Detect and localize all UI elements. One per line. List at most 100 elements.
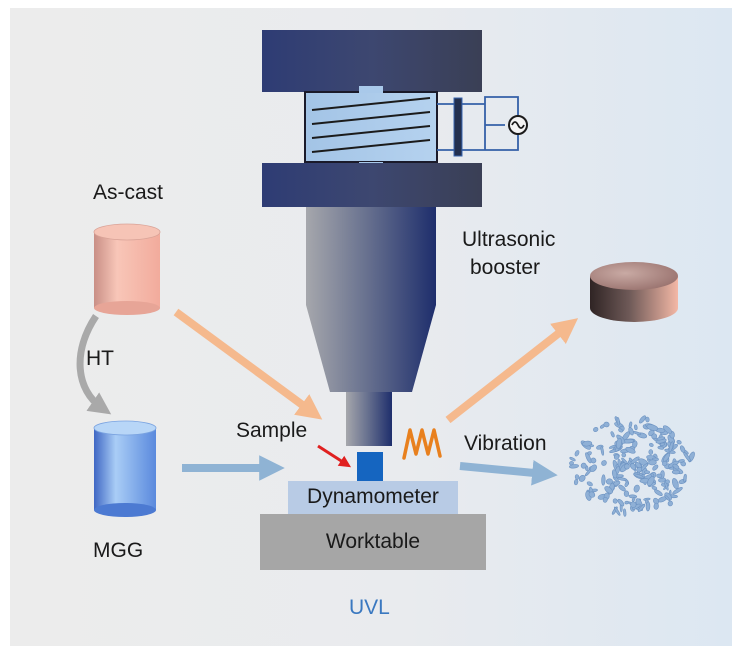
chip-particle (667, 500, 673, 507)
chip-particle (645, 501, 651, 512)
chip-particle (663, 452, 671, 462)
chip-particle (604, 486, 613, 494)
chip-particle (652, 464, 659, 471)
chip-particle (593, 427, 599, 432)
chip-particle (616, 417, 620, 426)
ht-label: HT (86, 347, 114, 370)
as-cast-cylinder (93, 223, 161, 315)
arrow-ht (76, 314, 112, 415)
chip-particle (657, 446, 665, 450)
chip-particle (617, 498, 625, 507)
chip-particle (569, 456, 576, 462)
chip-particle (578, 474, 586, 482)
chip-particle (637, 503, 646, 512)
chip-particle (569, 461, 574, 466)
arrow-to-chips (459, 460, 558, 486)
uvl-label: UVL (349, 596, 390, 619)
chip-particle (616, 437, 622, 449)
chip-particle (624, 481, 629, 488)
chip-particle (569, 464, 579, 469)
ac-source-icon (508, 115, 528, 135)
chip-particle (636, 466, 643, 473)
ultrasonic-booster-label-1: Ultrasonic (462, 228, 556, 251)
chip-particle (651, 433, 658, 440)
chip-particle (632, 431, 642, 436)
chip-particle (634, 424, 638, 431)
chip-particle (624, 500, 630, 505)
chip-particle (623, 490, 630, 497)
dynamometer-label: Dynamometer (307, 485, 439, 508)
vibration-tool (346, 392, 392, 446)
chip-particle (600, 446, 605, 456)
chip-particle (588, 491, 596, 498)
booster-body (306, 207, 436, 305)
chip-particle (683, 473, 687, 483)
chip-particle (665, 479, 670, 485)
chip-particle (618, 428, 624, 433)
chip-particle (621, 452, 627, 458)
mgg-label: MGG (93, 539, 144, 562)
chip-particle (630, 456, 640, 464)
chip-particle (582, 440, 593, 447)
chip-particle (644, 470, 651, 475)
chip-particle (589, 464, 597, 472)
chip-particle (659, 442, 665, 446)
worktable-label: Worktable (325, 530, 421, 553)
chip-particle (628, 421, 633, 428)
chip-particle (605, 478, 613, 485)
chip-particle (631, 496, 636, 502)
chip-particle (625, 446, 636, 454)
chip-particle (603, 421, 610, 428)
chip-particle (646, 424, 659, 431)
chip-particle (601, 460, 607, 466)
arrow-as-cast-to-sample (173, 308, 323, 420)
chip-particle (618, 484, 626, 492)
arrow-tool-to-disk (445, 318, 579, 424)
chip-particle (662, 460, 668, 467)
chip-particle (610, 431, 615, 438)
chip-particle (654, 489, 663, 496)
top-plate (262, 30, 482, 92)
chip-particle (651, 485, 658, 491)
chip-particle (679, 445, 686, 453)
chip-particle (613, 480, 621, 486)
chip-particle (586, 481, 593, 487)
chip-particle (613, 454, 620, 460)
chip-particle (580, 462, 587, 469)
chip-particle (623, 508, 627, 517)
chip-particle (664, 495, 671, 501)
chip-particle (628, 494, 638, 499)
chip-particle (611, 469, 618, 479)
chip-particle (668, 441, 674, 453)
chip-particle (648, 459, 657, 466)
chip-particle (671, 469, 681, 475)
worktable (260, 514, 486, 570)
vibration-label: Vibration (464, 432, 547, 455)
chip-particle (585, 452, 592, 464)
dynamometer (288, 481, 458, 514)
chip-particle (653, 502, 659, 510)
chip-particle (574, 450, 580, 457)
machined-disk (590, 262, 678, 322)
booster-taper (306, 305, 436, 392)
chip-particle (639, 415, 646, 424)
ac-source-circuit (437, 96, 519, 151)
chip-particle (612, 498, 618, 504)
chip-particle (672, 487, 683, 495)
chip-particle (648, 449, 654, 455)
sample (357, 452, 383, 481)
mgg-cylinder (93, 420, 157, 517)
middle-plate (262, 163, 482, 207)
chip-particle (672, 463, 680, 470)
vibration-wave-icon (402, 428, 442, 460)
chip-particle (648, 442, 654, 447)
chip-particle (647, 476, 655, 487)
ultrasonic-head (262, 30, 528, 446)
ultrasonic-booster-label-2: booster (470, 256, 541, 279)
as-cast-label: As-cast (93, 181, 164, 204)
chip-particle (613, 506, 621, 516)
chip-particle (656, 473, 663, 479)
chip-particle (574, 474, 580, 480)
